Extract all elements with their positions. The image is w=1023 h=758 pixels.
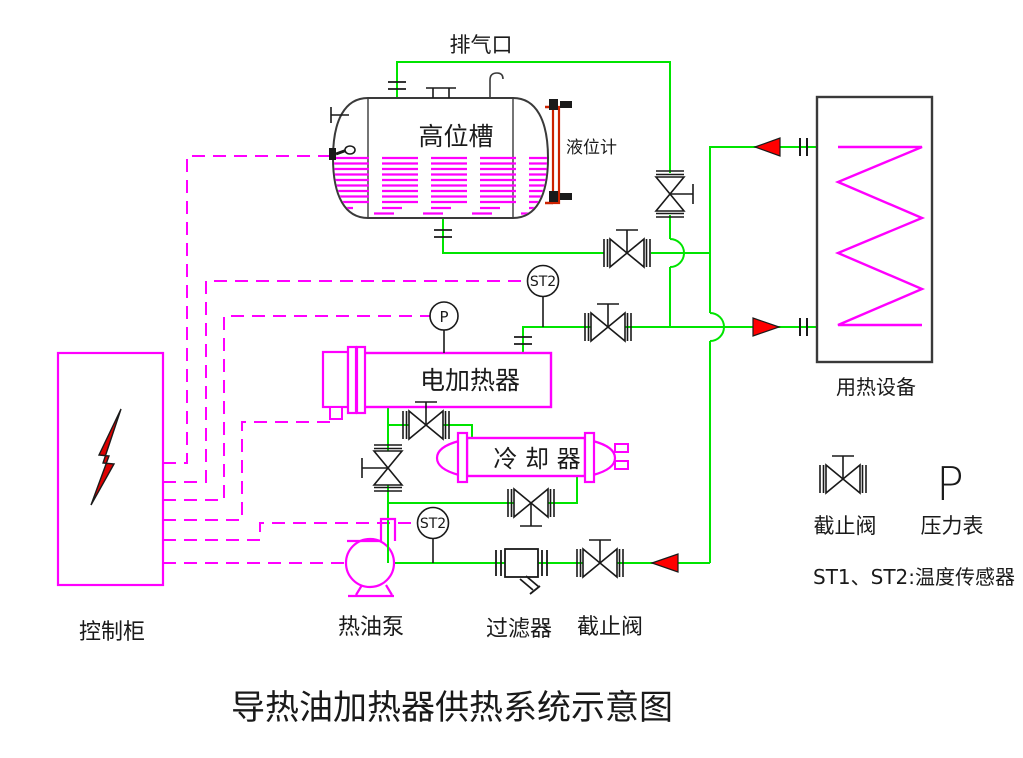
instrument-sensor-top: ST2 bbox=[526, 264, 560, 327]
high-level-tank bbox=[329, 72, 572, 238]
arrow-supply-right bbox=[752, 317, 781, 337]
equipment-return-flange bbox=[799, 138, 808, 156]
legend-pressure-label: 压力表 bbox=[921, 514, 984, 538]
tank-top-flange bbox=[388, 81, 406, 90]
instrument-sensor-bottom: ST2 bbox=[416, 506, 450, 563]
filter-drain-icon bbox=[519, 575, 541, 595]
label-vent-port: 排气口 bbox=[450, 33, 513, 57]
legend-sensors-note: ST1、ST2:温度传感器 bbox=[813, 565, 1015, 589]
sensor-top-tag: ST2 bbox=[530, 274, 556, 290]
equipment-coil bbox=[834, 145, 926, 327]
hot-oil-pump bbox=[344, 517, 397, 598]
label-cooler: 冷 却 器 bbox=[493, 445, 580, 473]
valve-tank-outlet bbox=[604, 230, 650, 267]
wire-heater bbox=[163, 421, 333, 521]
tank-bottom-flange bbox=[434, 229, 452, 238]
pipe-tank-bottom bbox=[442, 218, 604, 254]
label-electric-heater: 电加热器 bbox=[420, 366, 520, 395]
tank-manhole-icon bbox=[426, 87, 456, 98]
label-hot-oil-pump: 热油泵 bbox=[338, 615, 404, 640]
valve-cooler-outlet bbox=[508, 489, 554, 526]
label-heat-equipment: 用热设备 bbox=[836, 375, 916, 399]
valve-vent-line bbox=[656, 171, 693, 217]
valve-suction-stop bbox=[577, 540, 623, 577]
tank-vent-hook-icon bbox=[489, 72, 504, 98]
legend-valve-label: 截止阀 bbox=[814, 514, 877, 538]
wire-pressure-gauge bbox=[163, 315, 430, 501]
wire-sensor-bottom bbox=[163, 522, 417, 541]
cooler-right-head bbox=[591, 439, 617, 477]
cooler-left-head bbox=[435, 439, 461, 477]
wire-level-switch bbox=[163, 155, 329, 464]
electric-heater bbox=[321, 336, 553, 420]
level-gauge bbox=[545, 99, 572, 205]
sensor-bottom-tag: ST2 bbox=[420, 516, 446, 532]
label-high-tank: 高位槽 bbox=[418, 122, 493, 151]
legend: P 截止阀 压力表 ST1、ST2:温度传感器 bbox=[813, 456, 1015, 589]
filter bbox=[495, 548, 548, 595]
equipment-supply-flange bbox=[799, 318, 808, 336]
valve-heater-riser bbox=[362, 445, 402, 491]
instrument-pressure-gauge: P bbox=[429, 301, 459, 353]
valve-supply bbox=[585, 304, 631, 341]
diagram-title: 导热油加热器供热系统示意图 bbox=[231, 688, 673, 728]
tank-liquid-hatch bbox=[334, 156, 547, 215]
arrow-return-left bbox=[753, 137, 781, 157]
pipe-supply bbox=[522, 326, 817, 353]
heater-outlet-flange bbox=[514, 336, 532, 345]
flow-arrows bbox=[650, 137, 781, 573]
arrow-suction-left bbox=[650, 553, 679, 573]
pressure-gauge-tag: P bbox=[439, 308, 448, 326]
heat-equipment bbox=[815, 95, 934, 364]
level-switch-icon bbox=[329, 145, 356, 160]
tank-left-nozzle-icon bbox=[330, 107, 349, 123]
control-cabinet bbox=[56, 351, 165, 587]
label-filter: 过滤器 bbox=[486, 617, 552, 642]
label-stop-valve: 截止阀 bbox=[577, 615, 643, 640]
label-level-gauge: 液位计 bbox=[566, 138, 617, 158]
pump-discharge-nozzle bbox=[379, 517, 397, 541]
pipe-cooler-return bbox=[388, 477, 578, 504]
pipe-return bbox=[709, 146, 817, 313]
control-wiring bbox=[163, 155, 527, 564]
legend-pressure-symbol: P bbox=[936, 457, 964, 511]
pipe-vent-header bbox=[396, 61, 671, 173]
pump-base bbox=[348, 584, 394, 598]
label-control-cabinet: 控制柜 bbox=[79, 620, 145, 645]
lightning-bolt-icon bbox=[90, 408, 122, 506]
wire-sensor-top bbox=[163, 280, 527, 483]
cooler bbox=[435, 431, 629, 484]
legend-valve-icon bbox=[820, 456, 866, 493]
